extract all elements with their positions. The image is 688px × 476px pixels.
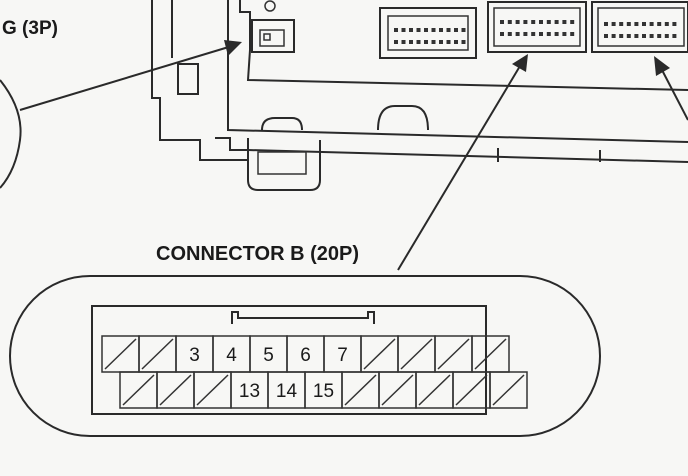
tiny-pin	[507, 20, 512, 24]
pin-number: 3	[189, 345, 200, 366]
label-connector-b: CONNECTOR B (20P)	[156, 243, 359, 265]
tiny-pin	[546, 32, 551, 36]
tiny-pin	[409, 40, 413, 44]
connector-pin-marks	[394, 20, 677, 44]
tiny-pin	[394, 40, 398, 44]
unused-pin-slash	[104, 338, 137, 370]
tiny-pin	[401, 28, 406, 32]
tiny-pin	[500, 32, 504, 36]
tiny-pin	[562, 32, 567, 36]
tiny-pin	[424, 40, 428, 44]
unused-pin-slash	[474, 338, 507, 370]
pin-number: 7	[337, 345, 348, 366]
tiny-pin	[507, 32, 512, 36]
tiny-pin	[657, 22, 662, 26]
tiny-pin	[672, 34, 677, 38]
tiny-pin	[642, 34, 646, 38]
tiny-pin	[611, 34, 616, 38]
tiny-pin	[416, 28, 421, 32]
connector-b-small	[487, 1, 587, 53]
tiny-pin	[664, 34, 669, 38]
pin-number: 14	[276, 381, 298, 402]
connector-a	[379, 7, 477, 59]
tiny-pin	[570, 20, 575, 24]
tiny-pin	[515, 20, 520, 24]
tiny-pin	[604, 34, 608, 38]
connector-3p	[251, 0, 295, 53]
tiny-pin	[461, 40, 466, 44]
tiny-pin	[531, 20, 536, 24]
tiny-pin	[649, 22, 654, 26]
tiny-pin	[664, 22, 669, 26]
leader-arrows	[19, 40, 688, 271]
tiny-pin	[431, 28, 436, 32]
callout-oval	[9, 275, 601, 437]
tiny-pin	[672, 22, 677, 26]
label-connector-3p: G (3P)	[2, 18, 58, 39]
pin-number: 4	[226, 345, 237, 366]
unused-pin-slash	[492, 374, 525, 406]
tiny-pin	[539, 32, 543, 36]
callout-circle-left	[0, 79, 22, 189]
unused-pin-slash	[455, 374, 488, 406]
tiny-pin	[626, 34, 631, 38]
tiny-pin	[634, 22, 639, 26]
tiny-pin	[446, 40, 451, 44]
unused-pin-slash	[141, 338, 174, 370]
tiny-pin	[626, 22, 631, 26]
pin-cell	[489, 371, 528, 409]
unused-pin-slash	[196, 374, 229, 406]
connector-c-small	[591, 1, 688, 53]
tiny-pin	[562, 20, 567, 24]
tiny-pin	[416, 40, 421, 44]
unused-pin-slash	[437, 338, 470, 370]
tiny-pin	[500, 20, 504, 24]
unused-pin-slash	[400, 338, 433, 370]
tiny-pin	[454, 28, 458, 32]
tiny-pin	[523, 20, 528, 24]
tiny-pin	[604, 22, 608, 26]
tiny-pin	[554, 20, 559, 24]
tiny-pin	[439, 40, 443, 44]
tiny-pin	[649, 34, 654, 38]
tiny-pin	[394, 28, 398, 32]
tiny-pin	[657, 34, 662, 38]
pin-number: 15	[313, 381, 334, 402]
pin-number: 5	[263, 345, 274, 366]
connector-b-face-view: 3 4 5 6 7 13 14 15	[9, 275, 601, 437]
unused-pin-slash	[418, 374, 451, 406]
tiny-pin	[523, 32, 528, 36]
pin-grid: 3 4 5 6 7 13 14 15	[101, 335, 528, 409]
tiny-pin	[446, 28, 451, 32]
tiny-pin	[431, 40, 436, 44]
connector-locking-tab	[231, 311, 375, 324]
unused-pin-slash	[344, 374, 377, 406]
tiny-pin	[570, 32, 575, 36]
unused-pin-slash	[159, 374, 192, 406]
tiny-pin	[619, 34, 624, 38]
tiny-pin	[454, 40, 458, 44]
tiny-pin	[611, 22, 616, 26]
tiny-pin	[619, 22, 624, 26]
tiny-pin	[439, 28, 443, 32]
connector-outer-shell	[91, 305, 487, 415]
tiny-pin	[409, 28, 413, 32]
tiny-pin	[424, 28, 428, 32]
tiny-pin	[531, 32, 536, 36]
tiny-pin	[515, 32, 520, 36]
unused-pin-slash	[363, 338, 396, 370]
unused-pin-slash	[381, 374, 414, 406]
tiny-pin	[642, 22, 646, 26]
tiny-pin	[539, 20, 543, 24]
tiny-pin	[546, 20, 551, 24]
tiny-pin	[634, 34, 639, 38]
unused-pin-slash	[122, 374, 155, 406]
tiny-pin	[401, 40, 406, 44]
tiny-pin	[554, 32, 559, 36]
pin-number: 13	[239, 381, 260, 402]
pin-number: 6	[300, 345, 311, 366]
tiny-pin	[461, 28, 466, 32]
